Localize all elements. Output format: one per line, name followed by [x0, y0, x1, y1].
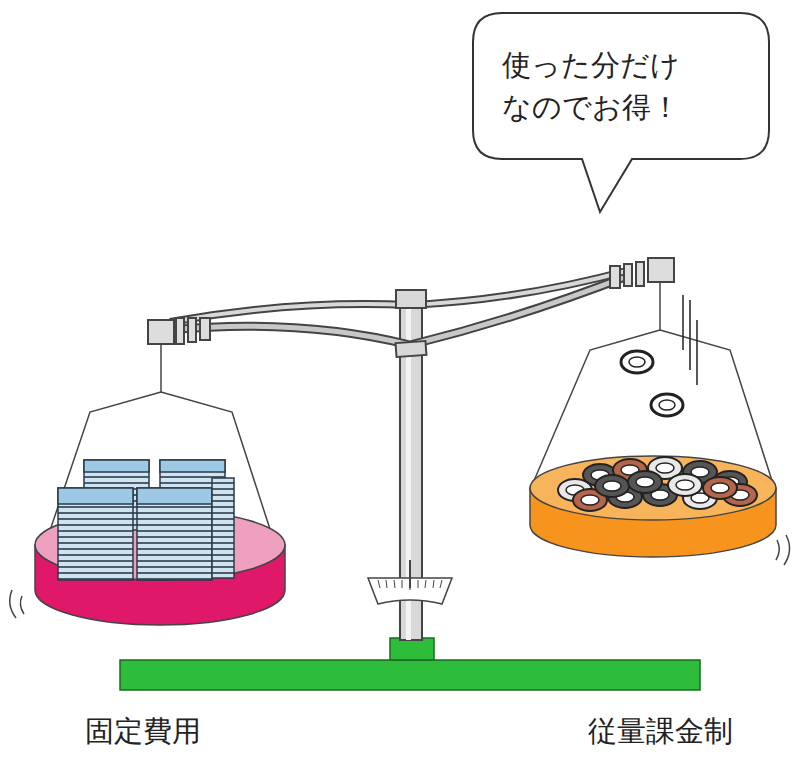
bubble-outline [472, 12, 770, 160]
fixed-cost-label: 固定費用 [85, 712, 201, 752]
bubble-text: 使った分だけ なのでお得！ [502, 44, 740, 128]
pay-per-use-label: 従量課金制 [588, 712, 733, 752]
speech-bubble: 使った分だけ なのでお得！ [472, 12, 770, 160]
